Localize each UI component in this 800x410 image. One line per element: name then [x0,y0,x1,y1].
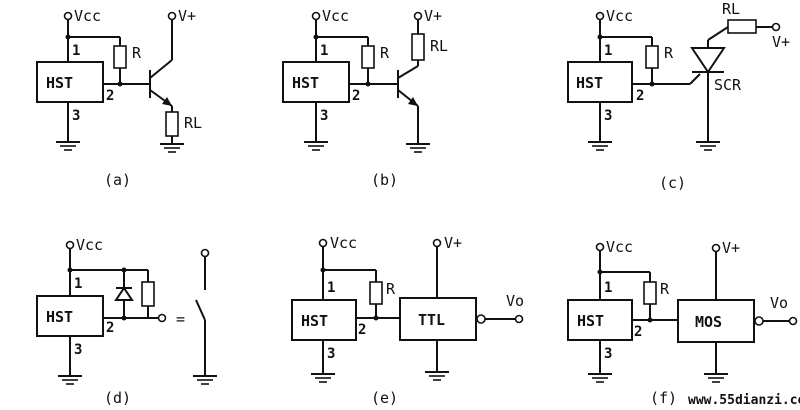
ground-symbol [58,375,82,385]
inverter-bubble [754,316,764,326]
resistor-r [369,281,383,305]
switch-contact [193,248,217,385]
ttl-label: TTL [418,311,445,329]
pin-3-label: 3 [604,108,612,124]
pin-3-label: 3 [72,108,80,124]
load-resistor-rl-label: RL [430,37,448,55]
equals-sign: = [176,310,185,328]
resistor-r-label: R [660,280,670,298]
pin-3-label: 3 [604,346,612,362]
caption-c: (c) [659,174,686,192]
ground-symbol [311,373,335,383]
pin-3-label: 3 [74,342,82,358]
ground-symbol [588,373,612,383]
hst-label: HST [577,312,604,330]
caption-b: (b) [371,171,398,189]
vcc-label: Vcc [322,7,349,25]
inverter-bubble [476,314,486,324]
relay-coil-resistor [141,281,155,307]
caption-a: (a) [104,171,131,189]
resistor-r-label: R [380,44,390,62]
ground-symbol [160,143,184,153]
circuit-b: Vcc 1 HST R 2 V+ RL 3 [282,7,448,189]
vcc-label: Vcc [76,236,103,254]
pin-1-label: 1 [72,43,80,59]
hst-label: HST [46,74,73,92]
resistor-r-label: R [386,280,396,298]
scr-thyristor [690,47,726,74]
ground-symbol [304,141,328,151]
pin-2-label: 2 [634,324,642,340]
vcc-label: Vcc [606,7,633,25]
hst-label: HST [46,308,73,326]
vplus-label: V+ [772,33,790,51]
circuit-f: Vcc 1 HST R 2 MOS V+ Vo 3 [567,238,798,407]
pin-2-label: 2 [358,322,366,338]
ground-symbol [588,141,612,151]
resistor-r-label: R [664,44,674,62]
vplus-label: V+ [178,7,196,25]
vplus-label: V+ [424,7,442,25]
mos-label: MOS [695,313,722,331]
pin-1-label: 1 [604,43,612,59]
ground-symbol [425,371,449,381]
caption-d: (d) [104,389,131,407]
clamp-diode [114,270,134,318]
hst-label: HST [301,312,328,330]
vcc-label: Vcc [606,238,633,256]
pin-1-label: 1 [320,43,328,59]
hst-label: HST [576,74,603,92]
pin-2-label: 2 [636,88,644,104]
ground-symbol [696,141,720,151]
circuit-e: Vcc 1 HST R 2 TTL V+ Vo 3 [291,234,524,407]
load-resistor-rl [411,33,425,61]
vcc-label: Vcc [330,234,357,252]
load-resistor-rl [727,19,757,34]
vplus-label: V+ [722,239,740,257]
resistor-r [113,45,127,69]
load-resistor-rl [165,111,179,137]
resistor-r [645,45,659,69]
pin-2-label: 2 [106,88,114,104]
caption-f: (f) [650,389,677,407]
ground-symbol [406,143,430,153]
pin-1-label: 1 [74,276,82,292]
pin-3-label: 3 [327,346,335,362]
ground-symbol [56,141,80,151]
caption-e: (e) [371,389,398,407]
vo-label: Vo [506,292,524,310]
pin-2-label: 2 [352,88,360,104]
pin-2-label: 2 [106,320,114,336]
vo-label: Vo [770,294,788,312]
circuit-c: Vcc 1 HST R 2 RL V+ SCR [567,0,790,192]
load-resistor-rl-label: RL [722,0,740,18]
scr-label: SCR [714,76,742,94]
circuit-a: Vcc 1 HST R 2 V+ RL 3 [36,7,202,189]
resistor-r [361,45,375,69]
pin-3-label: 3 [320,108,328,124]
resistor-r-label: R [132,44,142,62]
vplus-label: V+ [444,234,462,252]
load-resistor-rl-label: RL [184,114,202,132]
circuit-d: Vcc 1 HST 2 = 3 [36,236,217,407]
resistor-r [643,281,657,305]
hst-sensor-box [36,61,104,103]
hst-label: HST [292,74,319,92]
vcc-label: Vcc [74,7,101,25]
watermark-text: www.55dianzi.com [688,393,800,408]
pin-1-label: 1 [327,280,335,296]
pin-1-label: 1 [604,280,612,296]
ground-symbol [704,373,728,383]
